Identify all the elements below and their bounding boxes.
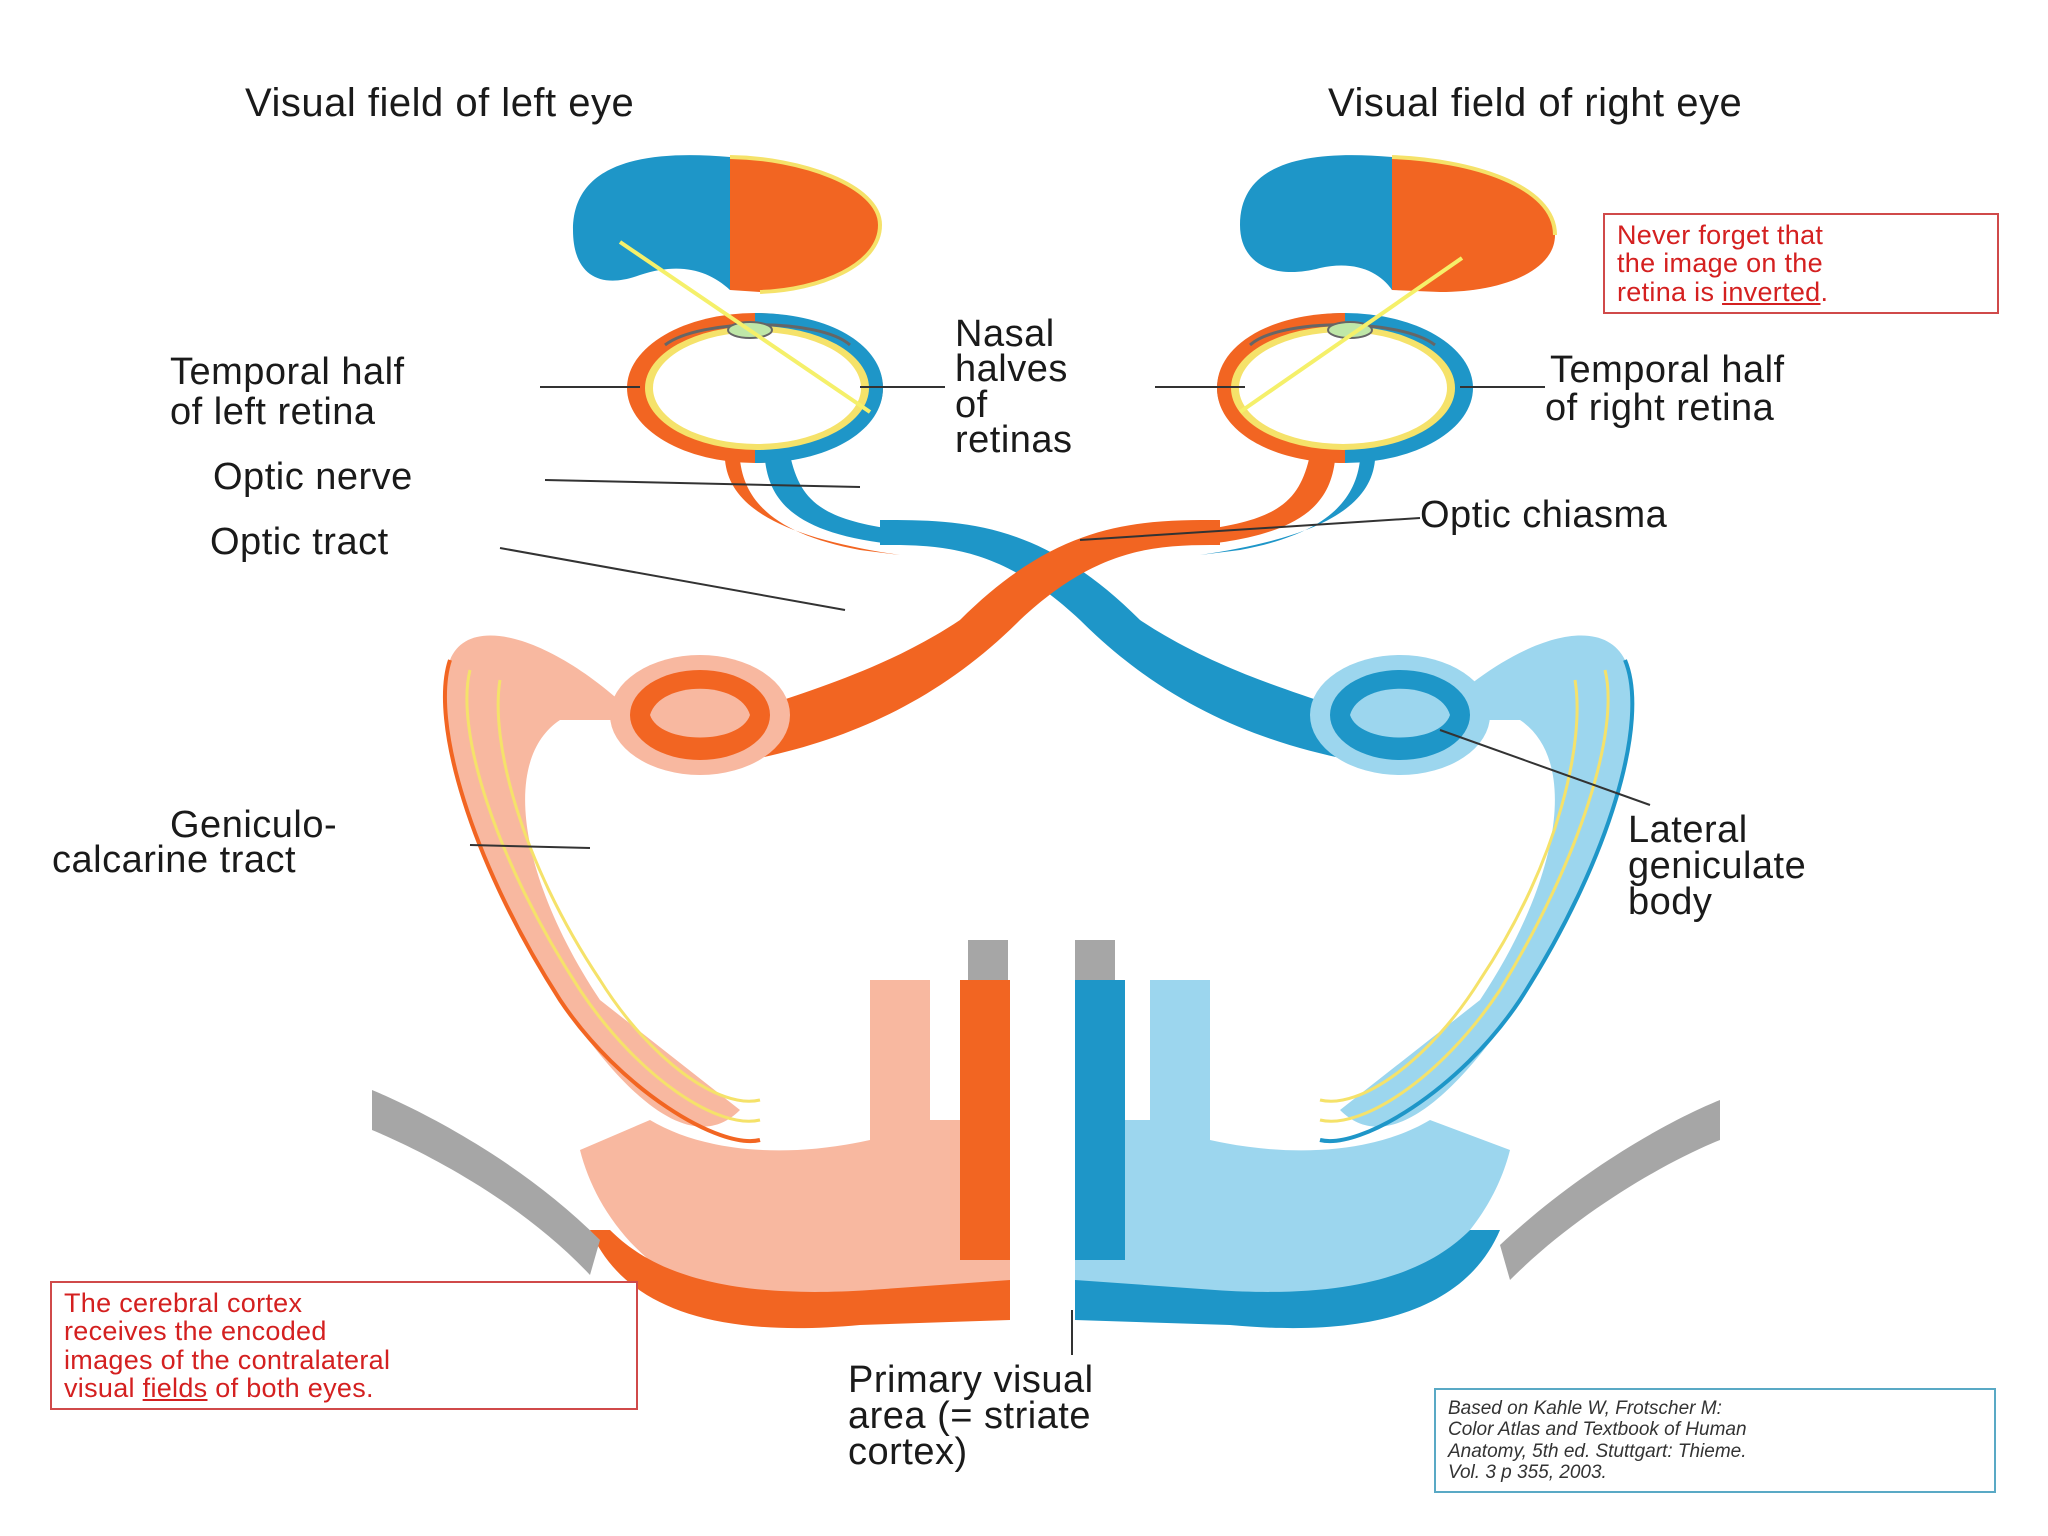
right-light-ray [1238, 256, 1464, 414]
nasal-label-line3: of [955, 384, 988, 426]
left-cortex [580, 980, 1010, 1321]
nasal-label-line2: halves [955, 348, 1068, 390]
pva-label-line1: Primary visual [848, 1359, 1094, 1401]
citation-line3: Anatomy, 5th ed. Stuttgart: Thieme. [1448, 1440, 1747, 1462]
cortex-note-line3: images of the contralateral [64, 1344, 391, 1375]
left-visual-field [573, 155, 883, 294]
citation-line1: Based on Kahle W, Frotscher M: [1448, 1398, 1722, 1419]
left-light-ray [618, 240, 872, 414]
pva-label-line3: cortex) [848, 1431, 968, 1473]
geniculo-label-line1: Geniculo- [170, 804, 338, 846]
retina-note-line2: the image on the [1617, 248, 1823, 279]
left-lateral-geniculate-body [610, 655, 790, 775]
optic-nerve-label: Optic nerve [213, 456, 413, 498]
right-visual-field [1240, 155, 1557, 292]
lgb-label-line3: body [1628, 881, 1713, 923]
cortex-note-line1: The cerebral cortex [64, 1288, 303, 1318]
citation-line4: Vol. 3 p 355, 2003. [1448, 1461, 1607, 1483]
right-optic-nerve [1160, 455, 1335, 545]
left-optic-nerve [765, 455, 940, 545]
right-cortex [1075, 980, 1510, 1321]
lgb-label-line2: geniculate [1628, 845, 1807, 887]
temporal-right-label-line1: Temporal half [1550, 349, 1785, 391]
left-geniculocalcarine-tract [444, 635, 740, 1127]
cortex-note-line4: visual fields of both eyes. [64, 1373, 374, 1404]
nasal-label-line4: retinas [955, 419, 1073, 461]
left-eye [627, 313, 883, 463]
temporal-left-label-line1: Temporal half [170, 351, 405, 393]
right-visual-field-title: Visual field of right eye [1328, 81, 1743, 125]
cortex-encoded-note: The cerebral cortex receives the encoded… [50, 1281, 638, 1411]
pva-label-line2: area (= striate [848, 1395, 1091, 1437]
right-lateral-geniculate-body [1310, 655, 1490, 775]
retina-note-line3: retina is inverted. [1617, 276, 1829, 307]
lgb-label-line1: Lateral [1628, 809, 1748, 851]
geniculo-label-line2: calcarine tract [52, 839, 297, 881]
retina-note-line1: Never forget that [1617, 220, 1824, 250]
right-eye [1217, 313, 1473, 463]
optic-chiasma [880, 520, 1370, 760]
citation-line2: Color Atlas and Textbook of Human [1448, 1419, 1747, 1441]
retina-inverted-note: Never forget that the image on the retin… [1603, 213, 1999, 315]
nasal-label-line1: Nasal [955, 313, 1055, 355]
leader-lines [469, 386, 1651, 1355]
left-visual-field-title: Visual field of left eye [245, 81, 635, 125]
optic-tract-label: Optic tract [210, 521, 389, 563]
temporal-right-label-line2: of right retina [1545, 387, 1775, 429]
temporal-left-label-line2: of left retina [170, 391, 376, 433]
right-geniculocalcarine-tract [1340, 635, 1633, 1127]
citation-box: Based on Kahle W, Frotscher M: Color Atl… [1434, 1388, 1996, 1494]
optic-chiasma-label: Optic chiasma [1420, 494, 1668, 536]
cortex-note-line2: receives the encoded [64, 1316, 327, 1347]
